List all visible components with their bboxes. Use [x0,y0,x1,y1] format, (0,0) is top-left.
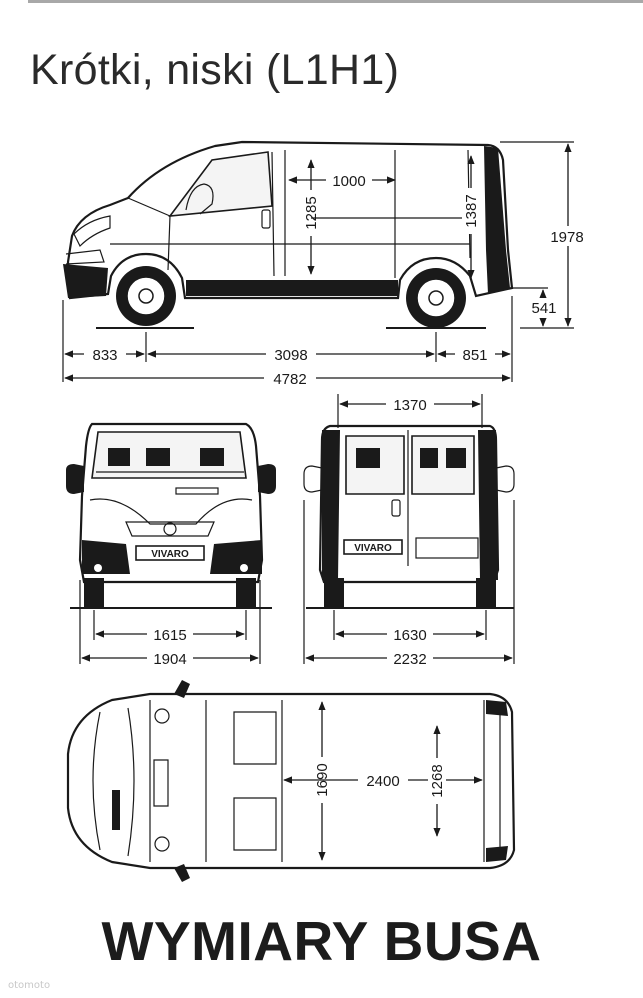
dim-front-overhang: 833 [92,347,117,364]
top-view: 1690 2400 1268 [66,680,516,882]
dim-overall-height: 1978 [550,229,583,246]
front-view-left-wheel [84,578,104,608]
side-view-body [66,140,514,300]
left-mirror [66,464,84,494]
dim-front-track: 1615 [153,627,186,644]
watermark: otomoto [8,980,51,991]
dim-overall-length: 4782 [273,371,306,388]
rear-wheel [406,268,466,328]
front-badge: VIVARO [151,549,189,560]
rear-view-left-wheel [324,578,344,608]
top-divider [28,0,643,3]
dim-rear-overhang: 851 [462,347,487,364]
rear-badge: VIVARO [354,543,392,554]
rear-view: VIVARO 1370 1630 2232 [303,394,515,668]
dim-width-with-mirrors: 2232 [393,651,426,668]
dim-cargo-length: 1000 [332,173,365,190]
rear-light-pillar [484,146,510,294]
footer-title: WYMIARY BUSA [101,910,542,972]
page-title: Krótki, niski (L1H1) [30,46,400,94]
side-view: 1000 1285 1387 1978 541 833 3098 851 478… [62,140,588,388]
front-bumper [63,264,108,298]
front-view: VIVARO 1615 1904 [66,422,276,668]
dim-cargo-floor-length: 2400 [366,773,399,790]
rear-left-mirror [303,465,323,493]
dim-interior-height-rear: 1387 [463,194,480,227]
dim-rear-door-width: 1370 [393,397,426,414]
rear-view-right-wheel [476,578,496,608]
right-mirror [258,464,276,494]
rear-door-handle [391,499,401,517]
dim-width-between-arches: 1268 [429,764,446,797]
top-view-body [66,692,516,870]
door-handle [261,209,271,229]
rear-right-mirror [495,465,515,493]
dim-rear-track: 1630 [393,627,426,644]
side-sill [186,280,398,296]
front-view-right-wheel [236,578,256,608]
dim-load-sill-height: 541 [531,300,556,317]
headlight [73,215,111,248]
dim-wheelbase: 3098 [274,347,307,364]
front-wheel [116,266,176,326]
dim-interior-height-partition: 1285 [303,196,320,229]
front-window [168,151,273,217]
dim-body-width: 1904 [153,651,186,668]
brand-logo [163,522,177,536]
